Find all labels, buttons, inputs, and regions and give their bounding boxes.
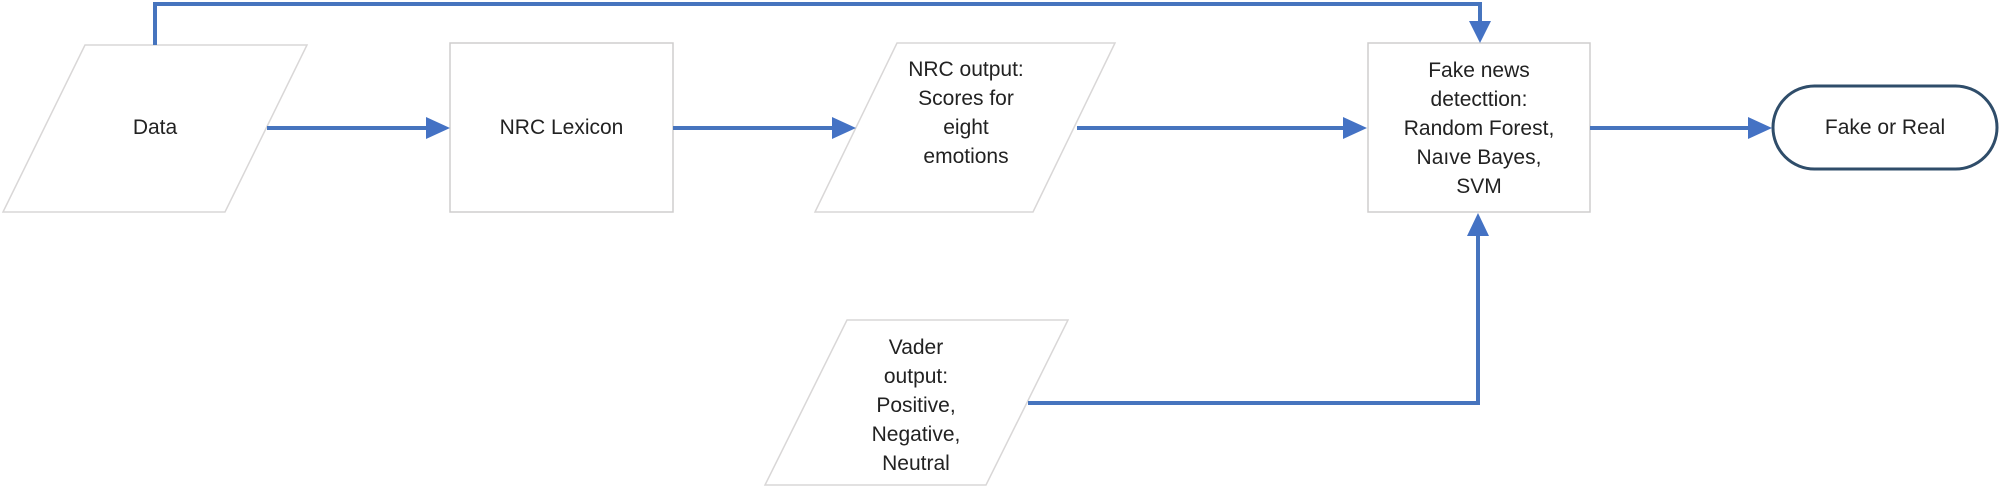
arrowhead-right-icon — [832, 117, 856, 139]
arrowhead-right-icon — [426, 117, 450, 139]
connector-vader-to-detection — [1028, 235, 1480, 405]
label-line: NRC Lexicon — [499, 116, 624, 139]
data-input-label: Data — [45, 113, 265, 142]
label-line: emotions — [923, 145, 1009, 168]
nrc-lexicon-rect — [449, 42, 674, 213]
label-line: Neutral — [882, 452, 950, 475]
arrowhead-right-icon — [1748, 117, 1772, 139]
label-line: SVM — [1456, 175, 1502, 198]
label-line: Scores for — [918, 87, 1014, 110]
nrc-output-parallelogram — [813, 42, 1117, 213]
label-line: Data — [132, 116, 178, 139]
label-line: detecttion: — [1430, 88, 1528, 111]
fake-news-detection-rect — [1367, 42, 1591, 213]
vader-output-parallelogram — [763, 319, 1070, 486]
nrc-output-label: NRC output: Scores for eight emotions — [856, 55, 1076, 171]
label-line: Vader — [888, 336, 944, 359]
nrc-lexicon-label: NRC Lexicon — [450, 113, 673, 142]
label-line: Negative, — [871, 423, 961, 446]
data-input-parallelogram — [1, 44, 309, 213]
label-line: eight — [943, 116, 989, 139]
label-line: output: — [883, 365, 949, 388]
label-line: Random Forest, — [1403, 117, 1555, 140]
connector-data-top-to-detection — [153, 2, 1482, 45]
label-line: Positive, — [876, 394, 956, 417]
fake-news-detection-label: Fake news detecttion: Random Forest, Naı… — [1368, 56, 1590, 201]
label-line: Fake news — [1428, 59, 1530, 82]
vader-output-label: Vader output: Positive, Negative, Neutra… — [806, 333, 1026, 478]
result-label: Fake or Real — [1773, 113, 1997, 142]
arrowhead-down-icon — [1469, 21, 1491, 43]
label-line: NRC output: — [908, 58, 1024, 81]
label-line: Fake or Real — [1824, 116, 1946, 139]
arrowhead-up-icon — [1467, 213, 1489, 236]
label-line: Naıve Bayes, — [1416, 146, 1542, 169]
fake-or-real-terminator — [1771, 84, 1999, 171]
arrowhead-right-icon — [1343, 117, 1367, 139]
